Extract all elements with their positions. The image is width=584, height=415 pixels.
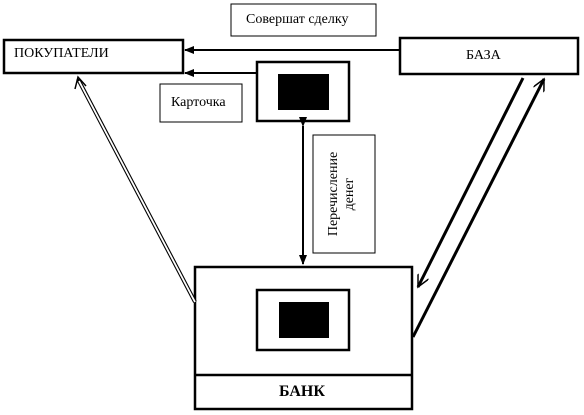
transfer-label-box <box>312 134 376 254</box>
bank-label: БАНК <box>279 383 325 400</box>
transfer-label: Перечисление денег <box>326 134 362 254</box>
card-label: Карточка <box>171 95 226 110</box>
card-label-box <box>159 83 243 123</box>
bank-to-buyers-arrowhead <box>74 75 87 90</box>
base-label: БАЗА <box>466 48 501 63</box>
deal-label-box <box>230 3 377 37</box>
card-chip-bank <box>279 302 329 338</box>
transfer-label-line2: денег <box>342 177 357 211</box>
bank-to-buyers-arrow-inner <box>78 80 196 303</box>
transfer-label-line1: Перечисление <box>326 151 341 237</box>
base-box <box>398 36 580 76</box>
card-chip-top <box>278 74 329 110</box>
buyers-label: ПОКУПАТЕЛИ <box>14 46 109 61</box>
buyers-box <box>2 38 185 75</box>
bank-to-base-arrow <box>411 79 546 338</box>
base-to-bank-arrow <box>416 77 525 287</box>
deal-label: Совершат сделку <box>246 12 349 27</box>
